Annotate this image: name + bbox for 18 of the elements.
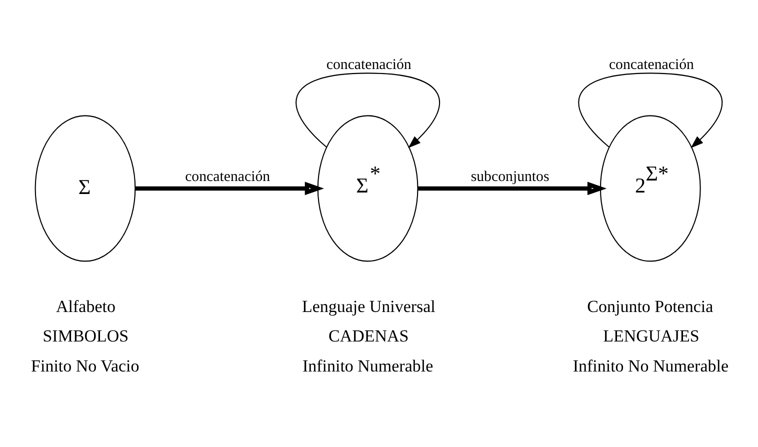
- arrow: [295, 72, 440, 148]
- node-label: SIMBOLOS: [42, 326, 128, 346]
- node-label: Finito No Vacio: [30, 356, 139, 376]
- arrow: [578, 72, 722, 148]
- node-label: Infinito Numerable: [302, 356, 433, 376]
- node-label: CADENAS: [328, 326, 408, 346]
- arrow: [418, 182, 606, 196]
- node-label: Lenguaje Universal: [301, 296, 435, 316]
- edge-label: concatenación: [184, 169, 270, 186]
- edge-label: subconjuntos: [470, 169, 549, 186]
- node-label: Infinito No Numerable: [572, 356, 728, 376]
- edge-label: concatenación: [608, 57, 694, 74]
- edge-label: concatenación: [326, 57, 411, 74]
- node-label: Conjunto Potencia: [586, 296, 713, 316]
- arrow: [134, 182, 324, 196]
- node-ellipse: Σ: [34, 115, 136, 262]
- node-label: Alfabeto: [56, 296, 115, 316]
- node-label: LENGUAJES: [602, 326, 699, 346]
